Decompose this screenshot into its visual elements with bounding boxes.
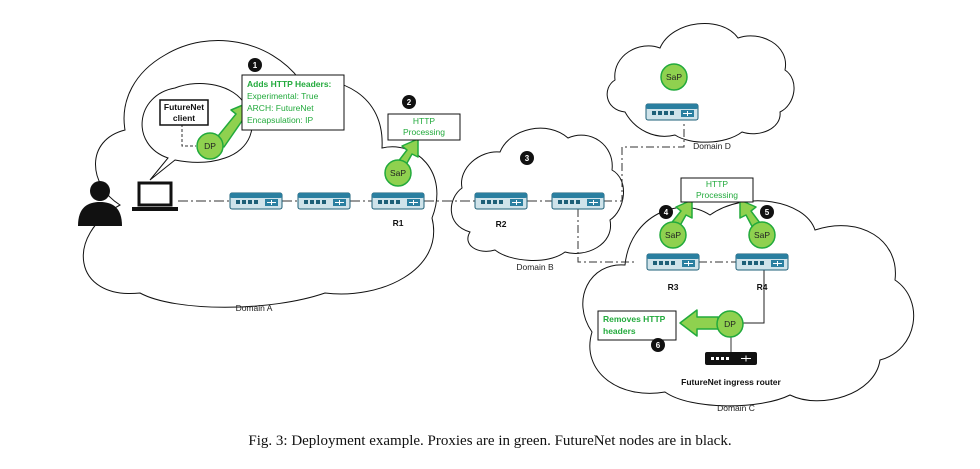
sap-node-r1: SaP [384,159,412,187]
svg-text:6: 6 [656,341,661,350]
sap-node-domain-d: SaP [660,63,688,91]
http-processing-line1: HTTP [413,116,436,126]
client-label-line1: FutureNet [164,102,204,112]
dp-node-domain-c: DP [716,310,744,338]
step6-line2: headers [603,326,636,336]
router-icon-r2b [551,192,605,210]
link-r4-to-dp [742,270,765,324]
step-badge-6: 6 [651,338,665,352]
step-badge-1: 1 [248,58,262,72]
domain-b-label: Domain B [516,262,554,272]
dp-label: DP [204,141,216,151]
sap-label: SaP [390,168,406,178]
dp-label: DP [724,319,736,329]
step-badge-5: 5 [760,205,774,219]
step6-removes-headers-box: Removes HTTP headers [597,310,677,341]
link-client-to-dp [181,124,196,147]
step-badge-3: 3 [520,151,534,165]
arrow-dp-to-step6-box [679,309,719,337]
router-label-r4: R4 [757,282,768,292]
step1-line-experimental: Experimental: True [247,91,319,101]
router-icon-domain-d [645,103,699,121]
http-processing-line2: Processing [696,190,738,200]
domain-a-label: Domain A [236,303,273,313]
router-icon-r4 [735,253,789,271]
router-icon-r1 [371,192,425,210]
step1-title: Adds HTTP Headers: [247,79,332,89]
svg-text:4: 4 [664,208,669,217]
user-icon [78,181,122,226]
figure-caption: Fig. 3: Deployment example. Proxies are … [248,433,731,449]
svg-text:2: 2 [407,98,412,107]
router-label-r1: R1 [393,218,404,228]
sap-node-r4: SaP [748,221,776,249]
step6-line1: Removes HTTP [603,314,666,324]
step-badge-4: 4 [659,205,673,219]
sap-label: SaP [754,230,770,240]
domain-c-label: Domain C [717,403,755,413]
domain-d-cloud [606,23,795,143]
router-icon-r3 [646,253,700,271]
step-badge-2: 2 [402,95,416,109]
domain-d-label: Domain D [693,141,731,151]
svg-text:1: 1 [253,61,258,70]
sap-label: SaP [666,72,682,82]
futurenet-ingress-router-icon [705,352,757,365]
router-label-r2: R2 [496,219,507,229]
step1-headers-box: Adds HTTP Headers: Experimental: True AR… [241,74,345,131]
sap-node-r3: SaP [659,221,687,249]
svg-text:5: 5 [765,208,770,217]
http-processing-line2: Processing [403,127,445,137]
domain-b-cloud [450,127,625,261]
router-icon-r2 [474,192,528,210]
http-processing-line1: HTTP [706,179,729,189]
router-icon-a1 [229,192,283,210]
link-r2b-to-r3 [577,209,635,263]
http-processing-box-a: HTTP Processing [387,113,461,141]
step1-line-arch: ARCH: FutureNet [247,103,314,113]
laptop-icon [132,181,178,211]
sap-label: SaP [665,230,681,240]
client-label-line2: client [173,113,195,123]
link-r2b-to-domain-d [604,121,685,202]
router-label-r3: R3 [668,282,679,292]
step1-line-encapsulation: Encapsulation: IP [247,115,313,125]
router-icon-a2 [297,192,351,210]
futurenet-client-box: FutureNet client [159,99,209,126]
ingress-router-label: FutureNet ingress router [681,377,781,387]
dp-node-client: DP [196,132,224,160]
http-processing-box-c: HTTP Processing [680,177,754,203]
svg-text:3: 3 [525,154,530,163]
domain-c-cloud [582,200,915,407]
